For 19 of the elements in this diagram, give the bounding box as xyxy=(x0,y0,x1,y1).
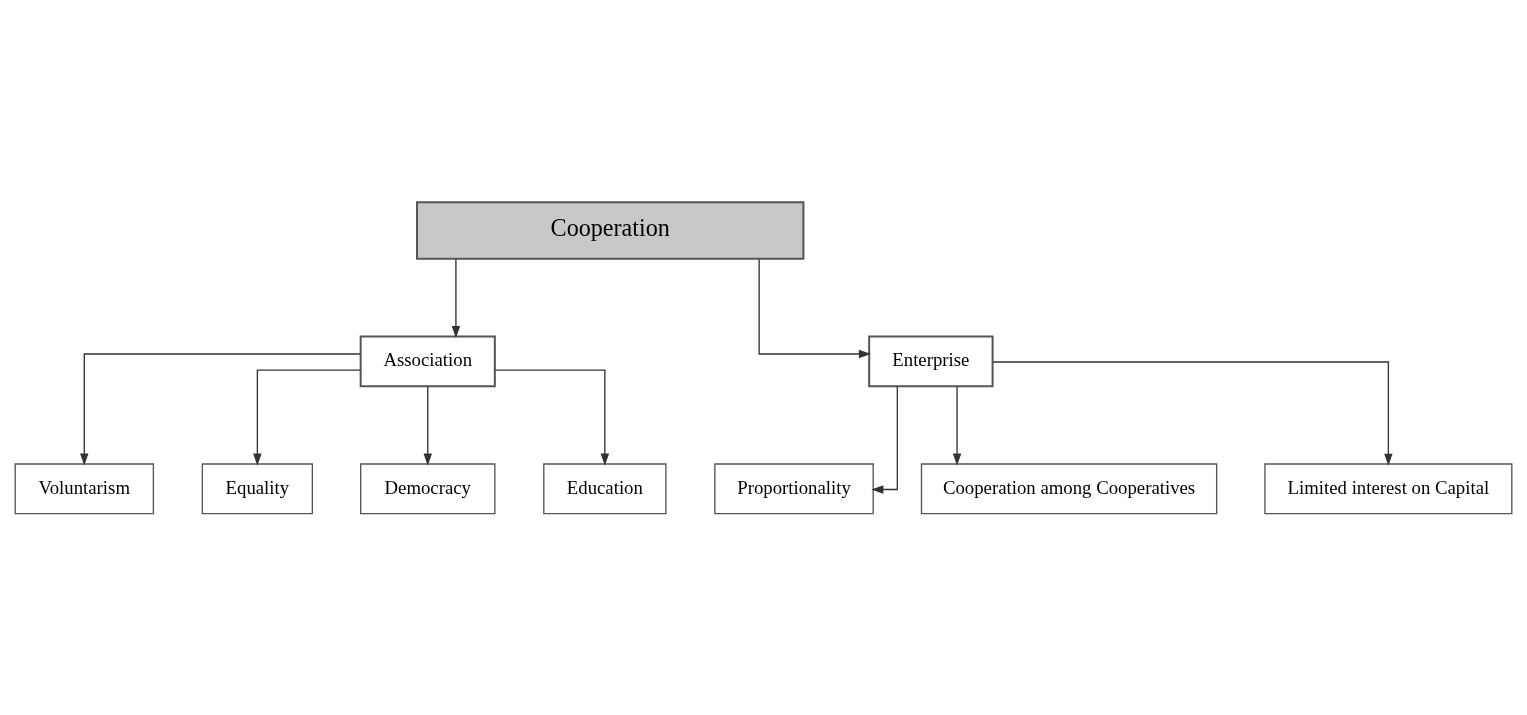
node-box: Equality xyxy=(201,462,314,514)
arrow xyxy=(494,368,610,466)
node-box: Voluntarism xyxy=(14,462,155,514)
node-box: Cooperation xyxy=(416,200,805,260)
arrow xyxy=(451,257,461,338)
node-box: Cooperation among Cooperatives xyxy=(920,462,1218,514)
node-box: Proportionality xyxy=(714,462,874,514)
node-box: Education xyxy=(543,462,667,514)
arrow xyxy=(871,385,898,494)
node-box: Enterprise xyxy=(868,335,994,387)
node-box: Democracy xyxy=(360,462,496,514)
node-box: Association xyxy=(359,335,496,387)
arrow xyxy=(992,360,1393,466)
arrow xyxy=(952,385,962,466)
arrow xyxy=(253,368,362,466)
node-box: Limited interest on Capital xyxy=(1264,462,1513,514)
arrow xyxy=(423,385,432,466)
arrow xyxy=(758,258,871,358)
arrow xyxy=(80,352,361,465)
